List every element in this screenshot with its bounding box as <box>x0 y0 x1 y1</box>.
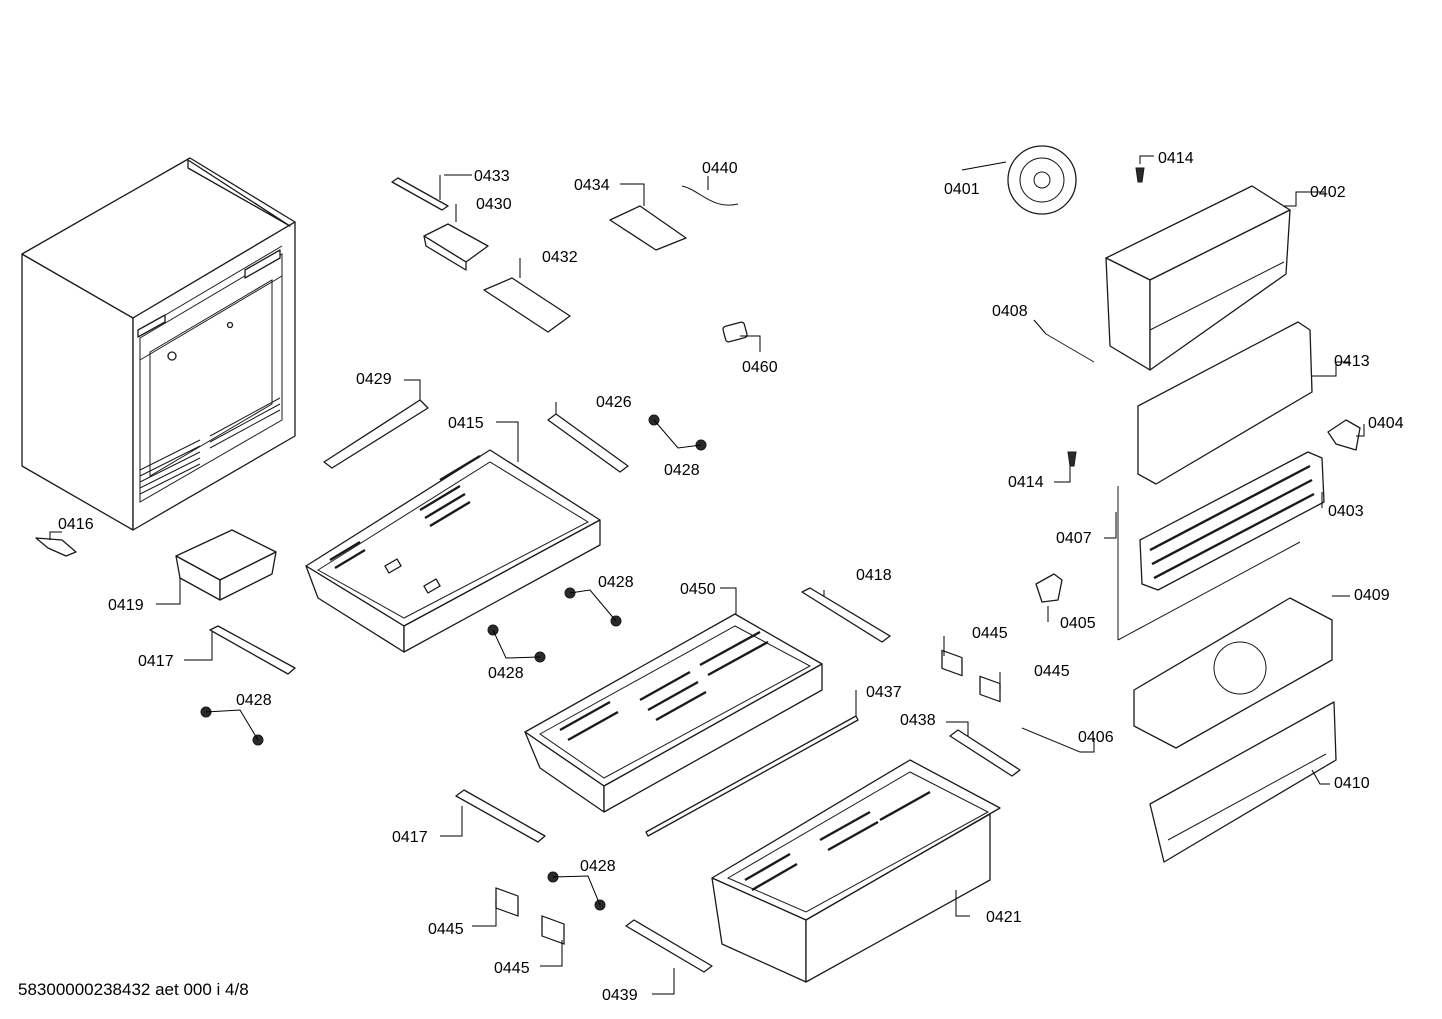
leader-lines <box>49 155 1365 995</box>
callout-0410: 0410 <box>1334 775 1370 792</box>
callout-0426: 0426 <box>596 394 632 411</box>
callout-0429: 0429 <box>356 371 392 388</box>
callout-0438: 0438 <box>900 712 936 729</box>
callout-0419: 0419 <box>108 597 144 614</box>
callout-0428-d: 0428 <box>236 692 272 709</box>
drawer-0415-drawing <box>305 449 601 653</box>
callout-0428-a: 0428 <box>664 462 700 479</box>
drawer-0421-drawing <box>711 759 1001 983</box>
callout-0432: 0432 <box>542 249 578 266</box>
callout-0417-bottom: 0417 <box>392 829 428 846</box>
callout-0415: 0415 <box>448 415 484 432</box>
callout-0417-left: 0417 <box>138 653 174 670</box>
callout-0450: 0450 <box>680 581 716 598</box>
callout-0403: 0403 <box>1328 503 1364 520</box>
callout-0440: 0440 <box>702 160 738 177</box>
cabinet-drawing <box>21 157 296 531</box>
callout-0418: 0418 <box>856 567 892 584</box>
callout-0401: 0401 <box>944 181 980 198</box>
callout-0433: 0433 <box>474 168 510 185</box>
callout-0421: 0421 <box>986 909 1022 926</box>
drawer-0450-drawing <box>524 613 823 813</box>
callout-0428-c: 0428 <box>488 665 524 682</box>
callout-0439: 0439 <box>602 987 638 1004</box>
callout-0406: 0406 <box>1078 729 1114 746</box>
cooling-assembly-drawing <box>1007 145 1361 863</box>
callout-labels: 0401 0402 0403 0404 0405 0406 0407 0408 … <box>58 150 1404 1004</box>
callout-0402: 0402 <box>1310 184 1346 201</box>
callout-0445-c: 0445 <box>428 921 464 938</box>
callout-0428-e: 0428 <box>580 858 616 875</box>
callout-0437: 0437 <box>866 684 902 701</box>
callout-0445-d: 0445 <box>494 960 530 977</box>
callout-0408: 0408 <box>992 303 1028 320</box>
callout-0407: 0407 <box>1056 530 1092 547</box>
callout-0414-mid: 0414 <box>1008 474 1044 491</box>
callout-0445-b: 0445 <box>1034 663 1070 680</box>
callout-0430: 0430 <box>476 196 512 213</box>
callout-0460: 0460 <box>742 359 778 376</box>
callout-0413: 0413 <box>1334 353 1370 370</box>
callout-0409: 0409 <box>1354 587 1390 604</box>
callout-0428-b: 0428 <box>598 574 634 591</box>
callout-0416: 0416 <box>58 516 94 533</box>
callout-0414-top: 0414 <box>1158 150 1194 167</box>
callout-0404: 0404 <box>1368 415 1404 432</box>
callout-0445-a: 0445 <box>972 625 1008 642</box>
tray-0419-drawing <box>175 529 277 601</box>
callout-0405: 0405 <box>1060 615 1096 632</box>
drawing-number: 58300000238432 aet 000 i 4/8 <box>18 980 249 999</box>
callout-0434: 0434 <box>574 177 610 194</box>
